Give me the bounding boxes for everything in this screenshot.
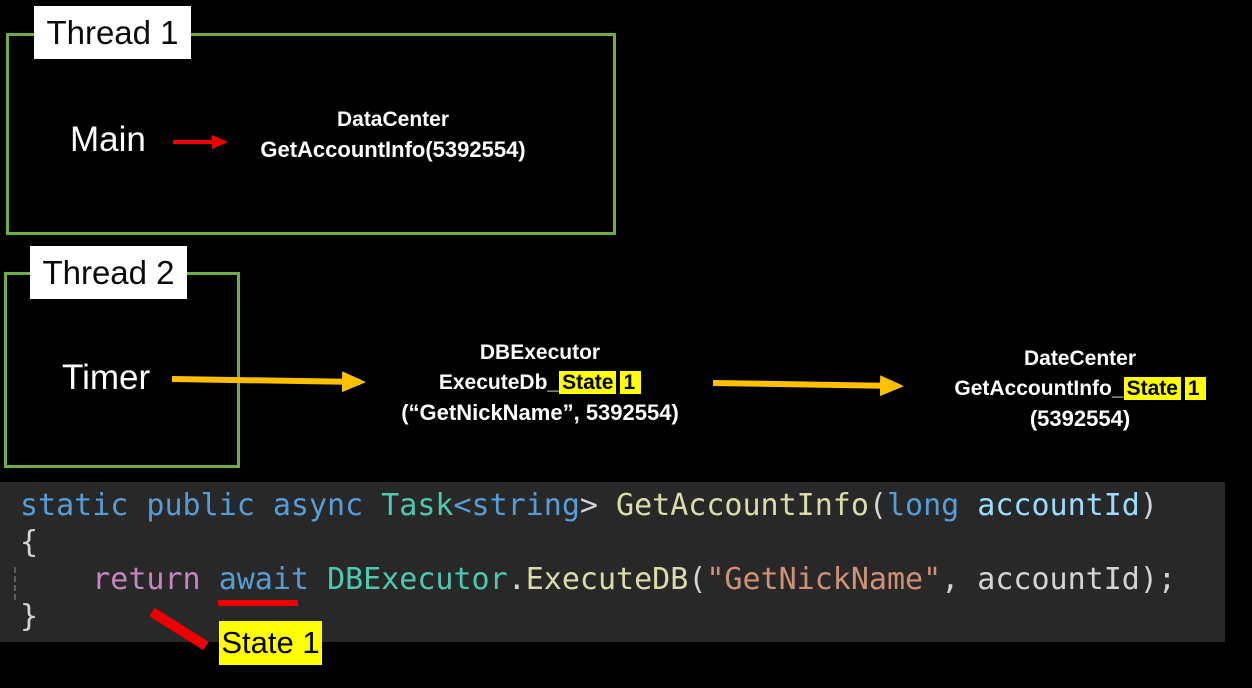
- code-token: Task: [381, 488, 454, 523]
- code-token: [20, 562, 92, 597]
- state-number-highlight: 1: [1184, 377, 1206, 400]
- node-datecenter-method: GetAccountInfo_: [954, 377, 1124, 400]
- code-token: [201, 562, 219, 597]
- main-caller-label: Main: [70, 120, 146, 159]
- node-datecenter-line1: DateCenter: [1023, 347, 1137, 370]
- code-token: , accountId);: [941, 562, 1176, 597]
- state-highlight: State: [1123, 377, 1181, 400]
- code-token: DBExecutor: [327, 562, 508, 597]
- code-token: (: [688, 562, 707, 597]
- code-token: await: [218, 562, 309, 597]
- node-dbexecutor-line3: (“GetNickName”, 5392554): [401, 400, 679, 425]
- code-token: }: [20, 599, 39, 634]
- thread2-label-text: Thread 2: [42, 253, 175, 291]
- code-token: .: [507, 562, 526, 597]
- code-token: "GetNickName": [706, 562, 942, 597]
- code-line: {: [20, 524, 1225, 561]
- code-token: >: [579, 488, 598, 523]
- thread1-label: Thread 1: [34, 6, 191, 59]
- code-token: [598, 488, 616, 523]
- code-token: (: [868, 488, 887, 523]
- code-token: <: [453, 488, 472, 523]
- node-datacenter-line2: GetAccountInfo(5392554): [260, 137, 526, 162]
- code-token: long: [886, 488, 960, 523]
- code-token: ExecuteDB: [525, 562, 689, 597]
- node-dbexecutor-line1: DBExecutor: [479, 341, 601, 364]
- orange-arrow-2: [712, 375, 904, 397]
- code-token: string: [471, 488, 580, 523]
- timer-caller-label: Timer: [62, 358, 151, 397]
- node-dbexecutor-method: ExecuteDb_: [438, 371, 560, 394]
- state1-label-text: State 1: [221, 625, 320, 660]
- state-highlight: State: [559, 371, 617, 394]
- code-token: ): [1139, 488, 1158, 523]
- await-underline: [218, 600, 298, 606]
- code-block: static public async Task<string> GetAcco…: [0, 482, 1225, 642]
- node-datacenter-line1: DataCenter: [336, 108, 450, 131]
- code-line: static public async Task<string> GetAcco…: [20, 487, 1225, 524]
- code-token: GetAccountInfo: [616, 488, 869, 523]
- state1-label: State 1: [219, 621, 322, 665]
- thread2-label: Thread 2: [30, 246, 187, 299]
- code-line: }: [20, 598, 1225, 635]
- thread1-label-text: Thread 1: [46, 13, 179, 51]
- code-token: [309, 562, 327, 597]
- code-token: accountId: [959, 488, 1140, 523]
- code-token: {: [20, 525, 39, 560]
- code-token: static public async: [20, 488, 382, 523]
- code-line: return await DBExecutor.ExecuteDB("GetNi…: [20, 561, 1225, 598]
- node-datacenter-call: DataCenter GetAccountInfo(5392554): [243, 105, 543, 165]
- indent-guide: [14, 567, 16, 600]
- node-datecenter-line3: (5392554): [1029, 406, 1131, 431]
- thread1-box: [6, 33, 616, 235]
- state-number-highlight: 1: [620, 371, 642, 394]
- code-token: return: [92, 562, 201, 597]
